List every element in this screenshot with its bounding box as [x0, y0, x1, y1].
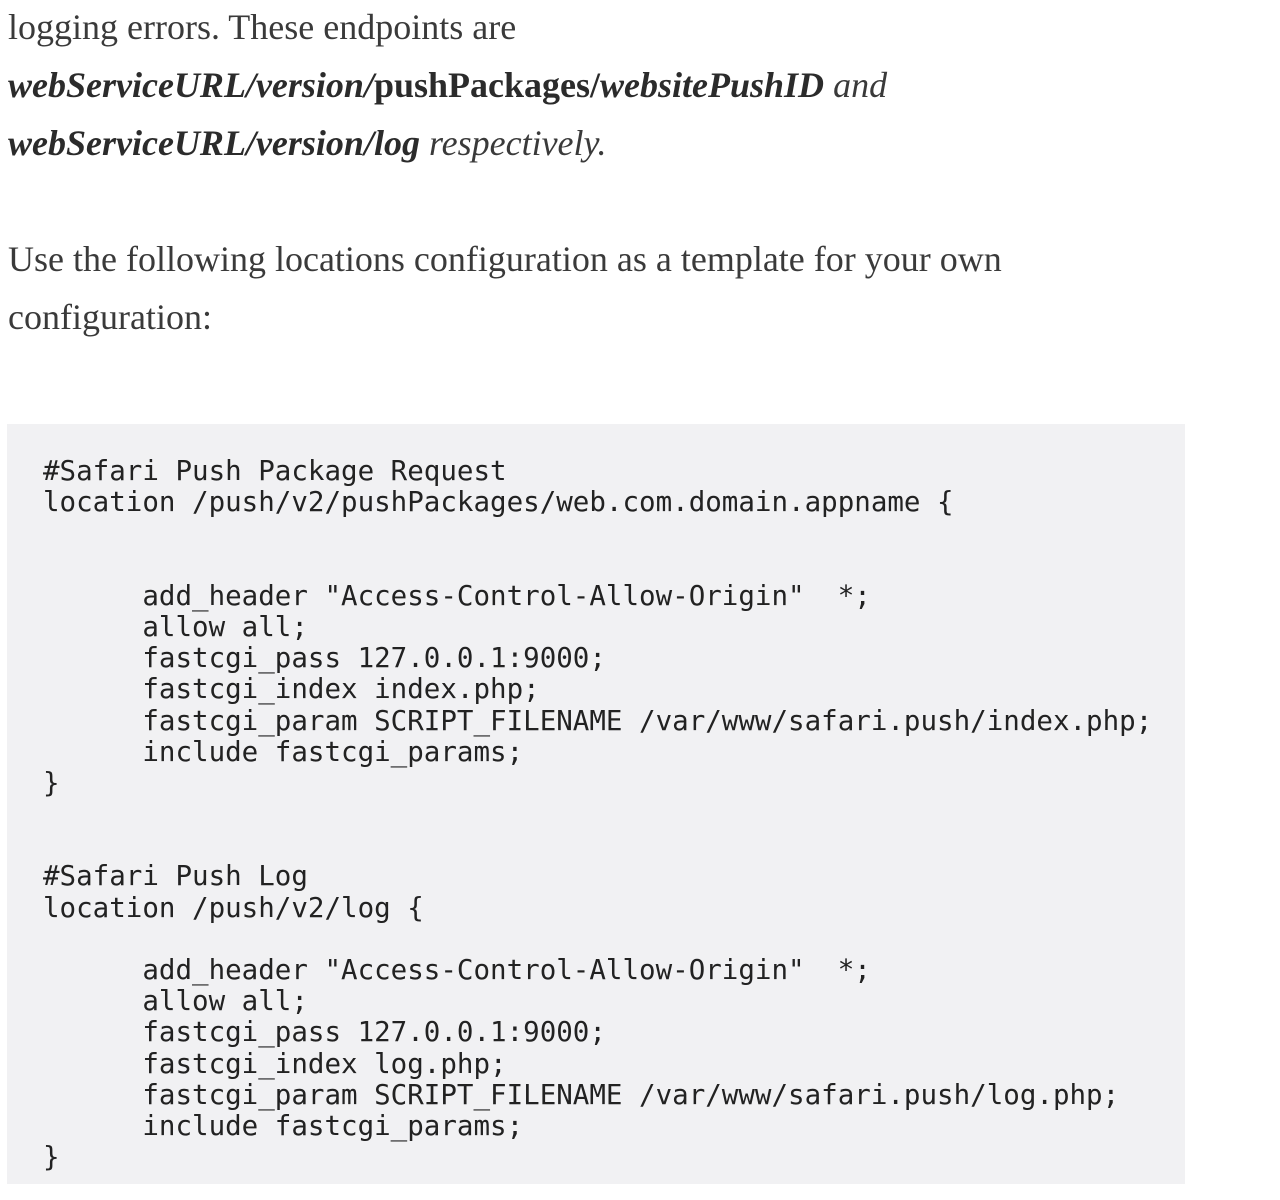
endpoints-paragraph: logging errors. These endpoints are webS…: [8, 0, 1208, 172]
endpoint-log: webServiceURL/version/log: [8, 123, 420, 163]
endpoint-push-packages-c: websitePushID: [600, 65, 825, 105]
instruction-paragraph: Use the following locations configuratio…: [8, 239, 1002, 337]
code-line: fastcgi_param SCRIPT_FILENAME /var/www/s…: [43, 704, 1153, 737]
code-line: add_header "Access-Control-Allow-Origin"…: [43, 954, 871, 986]
code-line: #Safari Push Package Request: [43, 455, 507, 487]
code-line: include fastcgi_params;: [43, 735, 524, 768]
intro-text: logging errors. These endpoints are: [8, 7, 517, 47]
code-line: include fastcgi_params;: [43, 1109, 524, 1142]
code-line: allow all;: [43, 610, 308, 643]
respectively-text: respectively.: [419, 123, 607, 163]
code-line: fastcgi_pass 127.0.0.1:9000;: [43, 642, 606, 675]
code-line: [43, 799, 1185, 830]
code-line: }: [43, 1141, 60, 1174]
code-line: [43, 830, 1185, 861]
endpoint-push-packages-a: webServiceURL/version/: [8, 65, 374, 105]
code-line: fastcgi_index index.php;: [43, 673, 540, 706]
code-line: #Safari Push Log: [43, 860, 308, 893]
code-line: add_header "Access-Control-Allow-Origin"…: [43, 579, 871, 612]
code-line: [43, 550, 1185, 581]
code-line: location /push/v2/log {: [43, 891, 424, 924]
code-line: }: [43, 766, 60, 799]
code-line: fastcgi_pass 127.0.0.1:9000;: [43, 1016, 606, 1049]
code-line: fastcgi_param SCRIPT_FILENAME /var/www/s…: [43, 1078, 1120, 1111]
code-line: [43, 924, 1185, 955]
code-line: [43, 518, 1185, 549]
and-text: and: [824, 65, 888, 105]
code-line: location /push/v2/pushPackages/web.com.d…: [43, 486, 954, 519]
code-line: allow all;: [43, 985, 308, 1018]
code-line: fastcgi_index log.php;: [43, 1047, 507, 1080]
endpoint-push-packages-b: pushPackages/: [373, 65, 601, 105]
